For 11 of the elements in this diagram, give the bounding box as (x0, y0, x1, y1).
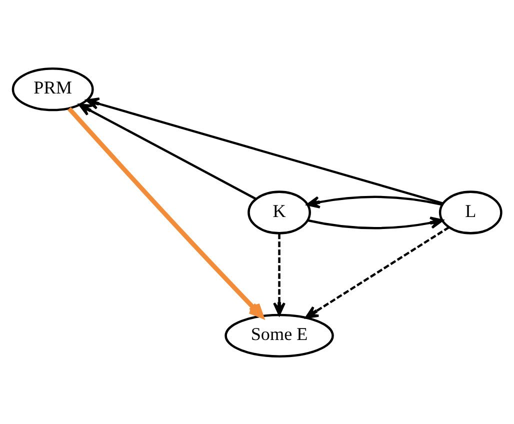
node-ellipse: Some E (224, 313, 334, 357)
arrow (67, 106, 264, 318)
arrow (86, 97, 444, 204)
arrow (307, 216, 444, 229)
node-ellipse: L (438, 190, 502, 234)
arrow (306, 195, 443, 208)
node-ellipse: K (248, 190, 311, 234)
arrow (305, 226, 450, 318)
arrow (273, 233, 286, 316)
arrow (78, 103, 256, 200)
node-ellipse: PRM (12, 67, 94, 111)
